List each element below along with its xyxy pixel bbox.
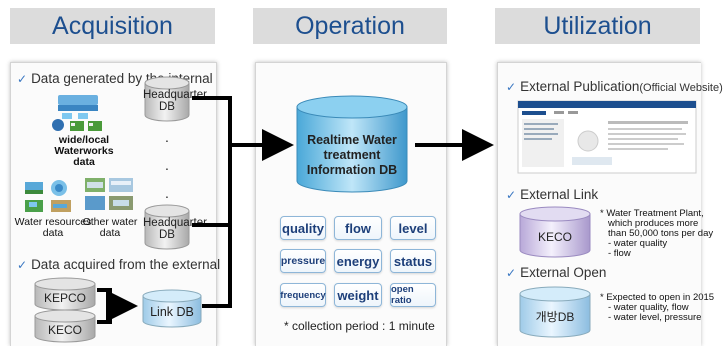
tag-energy: energy xyxy=(334,249,382,273)
collection-note: * collection period : 1 minute xyxy=(284,319,435,333)
hq-db-bottom-cylinder xyxy=(144,204,190,250)
header-utilization: Utilization xyxy=(495,8,700,44)
link-db-connector xyxy=(202,225,232,308)
external-link-title: ✓External Link xyxy=(506,187,599,202)
water-resources-icon xyxy=(25,180,71,212)
open-db-cylinder xyxy=(519,286,591,338)
connector-arrows xyxy=(97,96,494,345)
external-title: ✓Data acquired from the external xyxy=(17,257,221,272)
link-db-label: Link DB xyxy=(150,305,194,319)
tag-level: level xyxy=(390,216,436,240)
hq-top-connector xyxy=(192,96,232,145)
tag-flow: flow xyxy=(334,216,382,240)
kepco-label: KEPCO xyxy=(43,291,86,305)
link-note: * Water Treatment Plant, which produces … xyxy=(600,208,714,259)
utilization-panel: ✓External Publication(Official Website) … xyxy=(497,62,723,346)
header-operation: Operation xyxy=(253,8,447,44)
header-acquisition: Acquisition xyxy=(10,8,215,44)
tag-weight: weight xyxy=(334,283,382,307)
external-open-title: ✓External Open xyxy=(506,265,607,280)
publication-title: ✓External Publication(Official Website) xyxy=(506,79,723,94)
other-water-label: Other water data xyxy=(82,216,138,239)
hq-bottom-connector xyxy=(192,145,232,227)
tag-pressure: pressure xyxy=(280,249,326,273)
hq-db-top-cylinder xyxy=(144,76,190,122)
open-db-label: 개방DB xyxy=(535,310,575,324)
keco-db-label: KECO xyxy=(537,230,572,244)
tag-quality: quality xyxy=(280,216,326,240)
check-icon: ✓ xyxy=(506,266,517,280)
realtime-db-cylinder xyxy=(296,95,408,193)
check-icon: ✓ xyxy=(506,80,517,94)
other-water-icon xyxy=(85,178,133,210)
check-icon: ✓ xyxy=(506,188,517,202)
dots-separator: ... xyxy=(165,129,169,201)
website-thumbnail xyxy=(517,100,697,174)
water-resources-label: Water resources data xyxy=(14,216,92,239)
hq-db-top-label: Headquarter DB xyxy=(143,89,207,113)
kepco-keco-bracket xyxy=(97,290,130,322)
waterworks-icon xyxy=(52,95,102,131)
keco-db-cylinder xyxy=(519,206,591,258)
waterworks-label: wide/local Waterworks data xyxy=(54,134,114,168)
keco-label: KECO xyxy=(47,323,82,337)
check-icon: ✓ xyxy=(17,72,28,86)
operation-panel: Realtime Water treatment Information DB … xyxy=(255,62,447,346)
check-icon: ✓ xyxy=(17,258,28,272)
tag-frequency: frequency xyxy=(280,283,326,307)
keco-cylinder xyxy=(34,309,96,343)
kepco-cylinder xyxy=(34,277,96,311)
hq-db-bottom-label: Headquarter DB xyxy=(143,217,207,241)
tag-open-ratio: open ratio xyxy=(390,283,436,307)
tag-status: status xyxy=(390,249,436,273)
acquisition-panel: ✓Data generated by the internal wide/loc… xyxy=(10,62,221,346)
realtime-db-label: Realtime Water treatment Information DB xyxy=(306,133,398,177)
open-note: * Expected to open in 2015 - water quali… xyxy=(600,292,715,323)
